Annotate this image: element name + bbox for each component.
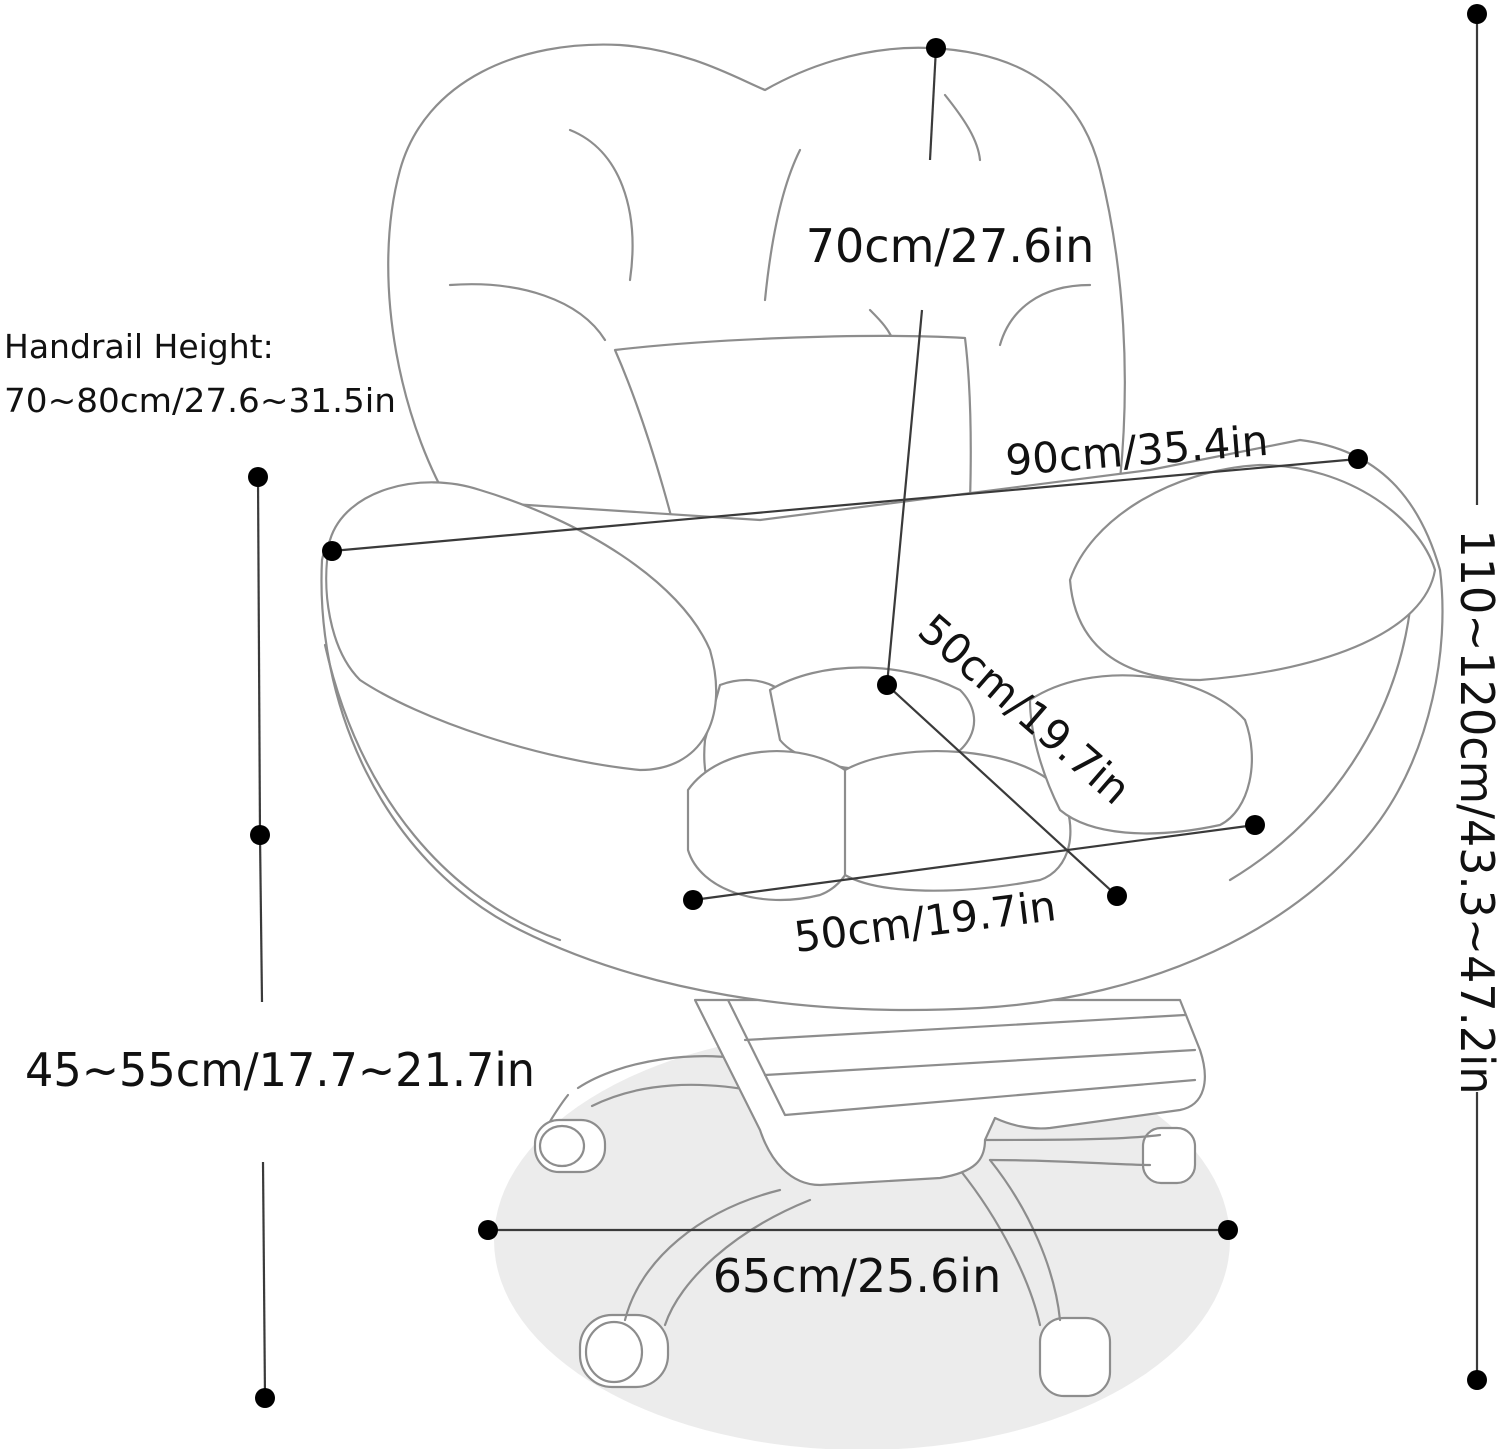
- base-diameter-label: 65cm/25.6in: [713, 1249, 1002, 1303]
- back-height-label: 70cm/27.6in: [806, 219, 1095, 273]
- overall-width-line: [331, 457, 1359, 553]
- marker-dot: [1218, 1220, 1238, 1240]
- casters: [533, 1093, 1197, 1398]
- marker-dot: [248, 467, 268, 487]
- marker-dot: [683, 890, 703, 910]
- handrail-height-title: Handrail Height:: [4, 327, 274, 366]
- handrail-height-value: 70~80cm/27.6~31.5in: [4, 381, 396, 420]
- dimension-lines: [256, 14, 1479, 1399]
- marker-dot: [1245, 815, 1265, 835]
- seat-height-line-lower: [261, 1161, 267, 1399]
- seat-height-label: 45~55cm/17.7~21.7in: [25, 1043, 535, 1097]
- marker-dot: [877, 675, 897, 695]
- handrail-height-line: [256, 476, 262, 836]
- right-armrest: [1068, 463, 1437, 682]
- marker-dot: [1107, 886, 1127, 906]
- marker-dot: [478, 1220, 498, 1240]
- marker-dot: [322, 541, 342, 561]
- seat-depth-line: [886, 684, 1118, 897]
- chair-outline: [320, 43, 1444, 1398]
- total-height-label: 110~120cm/43.3~47.2in: [1450, 530, 1500, 1095]
- dimension-markers: [248, 4, 1487, 1408]
- left-armrest: [325, 481, 718, 772]
- back-tufting: [448, 93, 1092, 347]
- marker-dot: [1467, 4, 1487, 24]
- lift-mechanism: [693, 998, 1206, 1187]
- seat-height-line-upper: [258, 834, 264, 1003]
- marker-dot: [255, 1388, 275, 1408]
- marker-dot: [926, 38, 946, 58]
- marker-dot: [250, 825, 270, 845]
- seat-width-line: [692, 823, 1256, 902]
- seat-cushions: [686, 666, 1253, 902]
- back-height-line-lower: [885, 309, 924, 686]
- marker-dot: [1467, 1370, 1487, 1390]
- back-height-line-upper: [928, 47, 938, 161]
- marker-dot: [1348, 449, 1368, 469]
